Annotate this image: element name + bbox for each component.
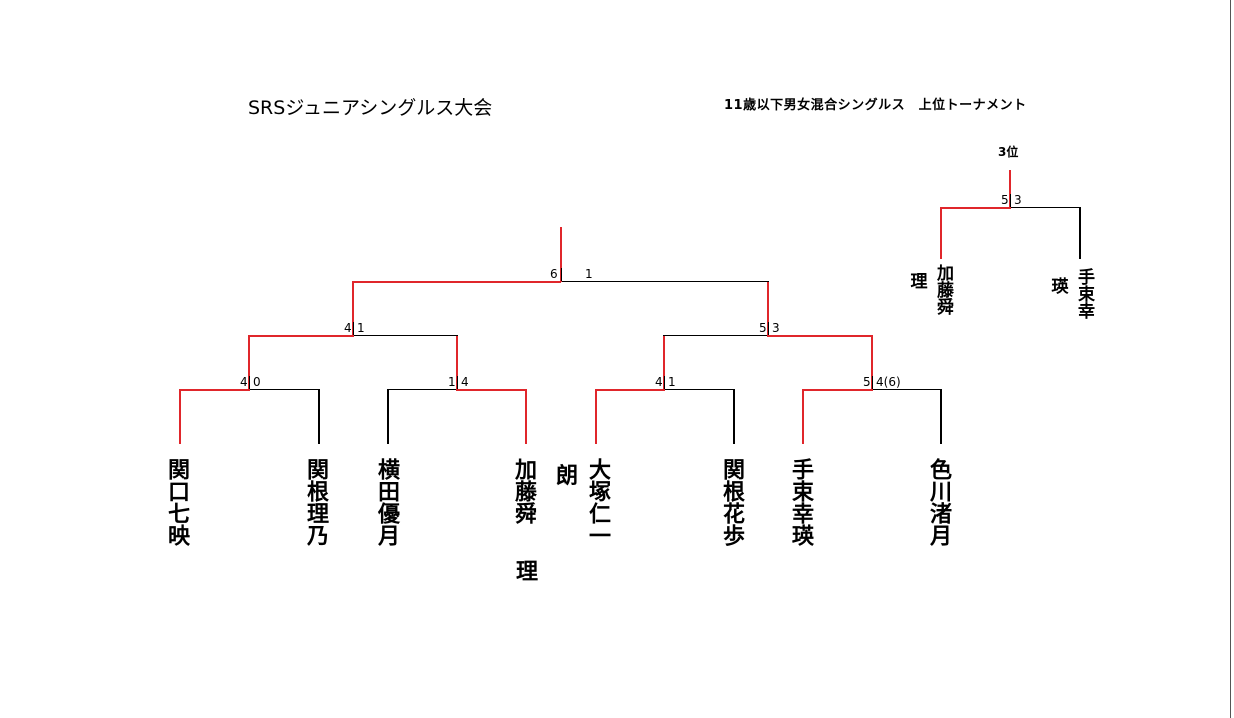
- player-4-name-overflow: 理: [515, 560, 538, 585]
- sf1-right-bar: [353, 335, 458, 336]
- r1m1-right-bar: [249, 389, 320, 390]
- sf1-left-bar: [248, 335, 354, 337]
- player-3-name: 横田優月: [374, 458, 399, 546]
- r1m3-right-bar: [664, 389, 735, 390]
- r1m4-score-p2: 4(6): [876, 375, 901, 389]
- sf2-up-stem: [767, 281, 769, 336]
- final-score-p2: 1: [585, 267, 593, 281]
- r1m1-score-p2: 0: [253, 375, 261, 389]
- r1m3-score-divider: [664, 376, 665, 389]
- third-right-name: 手束幸: [1074, 268, 1094, 319]
- r1m2-player1-stem: [387, 389, 389, 444]
- r1m2-score-divider: [457, 376, 458, 389]
- third-left-bar: [940, 207, 1011, 209]
- page-right-border: [1230, 0, 1231, 718]
- third-score-divider: [1010, 194, 1011, 207]
- r1m3-left-bar: [595, 389, 665, 391]
- r1m3-player2-stem: [733, 389, 735, 444]
- third-left-stem: [940, 207, 942, 259]
- final-left-bar: [352, 281, 561, 283]
- player-6-name: 関根花歩: [719, 458, 744, 546]
- final-score-p1: 6: [550, 267, 558, 281]
- third-place-label: 3位: [998, 145, 1019, 159]
- third-right-name-overflow: 瑛: [1051, 277, 1069, 297]
- sf1-up-stem: [352, 281, 354, 336]
- r1m1-player1-stem: [179, 389, 181, 444]
- player-4-name: 加藤舜: [511, 458, 536, 524]
- sf1-score-p1: 4: [344, 321, 352, 335]
- player-2-name: 関根理乃: [303, 458, 328, 546]
- champion-stem: [560, 227, 562, 282]
- r1m4-left-bar: [802, 389, 873, 391]
- r1m4-score-divider: [872, 376, 873, 389]
- r1m3-player1-stem: [595, 389, 597, 444]
- sf2-left-bar: [663, 335, 769, 336]
- sf2-score-p1: 5: [759, 321, 767, 335]
- third-right-bar: [1010, 207, 1081, 208]
- third-score-p1: 5: [1001, 193, 1009, 207]
- r1m1-left-bar: [179, 389, 250, 391]
- third-left-name: 加藤舜: [933, 264, 953, 315]
- r1m2-score-p1: 1: [448, 375, 456, 389]
- sf2-score-p2: 3: [772, 321, 780, 335]
- sf1-score-p2: 1: [357, 321, 365, 335]
- player-8-name: 色川渚月: [926, 458, 951, 546]
- player-1-name: 関口七映: [164, 458, 189, 546]
- r1m1-player2-stem: [318, 389, 320, 444]
- r1m4-score-p1: 5: [863, 375, 871, 389]
- r1m4-player1-stem: [802, 389, 804, 444]
- final-right-bar: [560, 281, 769, 282]
- third-left-name-overflow: 理: [910, 272, 928, 292]
- r1m3-up-stem: [663, 335, 665, 390]
- r1m2-left-bar: [387, 389, 457, 390]
- third-right-stem: [1079, 207, 1081, 259]
- bracket-subtitle: 11歳以下男女混合シングルス 上位トーナメント: [724, 98, 1027, 113]
- r1m2-right-bar: [456, 389, 527, 391]
- third-winner-stem: [1009, 170, 1011, 208]
- r1m4-player2-stem: [940, 389, 942, 444]
- r1m4-up-stem: [871, 335, 873, 390]
- player-7-name: 手束幸瑛: [788, 458, 813, 546]
- tournament-title: SRSジュニアシングルス大会: [248, 97, 493, 119]
- r1m2-score-p2: 4: [461, 375, 469, 389]
- final-score-divider: [561, 268, 562, 281]
- r1m1-up-stem: [248, 335, 250, 390]
- player-5-name-overflow: 朗: [555, 464, 578, 489]
- sf2-right-bar: [767, 335, 873, 337]
- r1m3-score-p2: 1: [668, 375, 676, 389]
- third-score-p2: 3: [1014, 193, 1022, 207]
- sf2-score-divider: [768, 322, 769, 335]
- player-5-name: 大塚仁一: [585, 458, 610, 546]
- r1m1-score-p1: 4: [240, 375, 248, 389]
- sf1-score-divider: [353, 322, 354, 335]
- r1m2-player2-stem: [525, 389, 527, 444]
- r1m3-score-p1: 4: [655, 375, 663, 389]
- r1m1-score-divider: [249, 376, 250, 389]
- r1m4-right-bar: [872, 389, 942, 390]
- r1m2-up-stem: [456, 335, 458, 390]
